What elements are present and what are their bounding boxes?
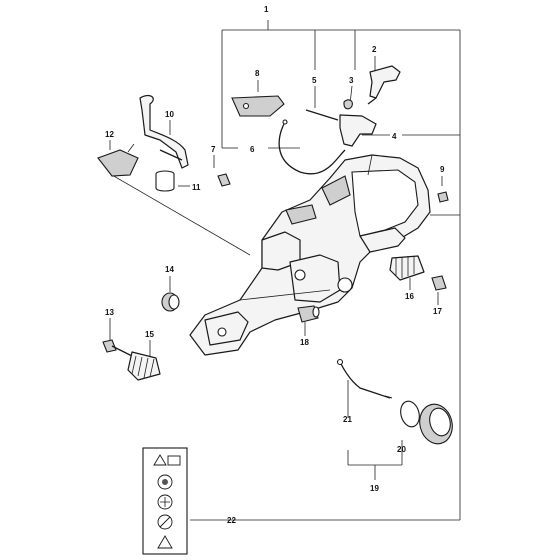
callout-18: 18	[300, 338, 309, 347]
callout-22: 22	[227, 516, 236, 525]
rubber-buffer-part	[161, 292, 180, 312]
callout-8: 8	[255, 69, 260, 78]
tank-cap-parts	[336, 358, 453, 445]
callout-21: 21	[343, 415, 352, 424]
callout-14: 14	[165, 265, 174, 274]
throttle-lockout-part	[367, 65, 401, 105]
callout-3: 3	[349, 76, 354, 85]
callout-2: 2	[372, 45, 377, 54]
callout-13: 13	[105, 308, 114, 317]
callout-15: 15	[145, 330, 154, 339]
callout-10: 10	[165, 110, 174, 119]
bracket-part	[231, 95, 285, 117]
screw-parts	[217, 173, 449, 203]
callout-1: 1	[264, 5, 269, 14]
callout-6: 6	[250, 145, 255, 154]
callout-19: 19	[370, 484, 379, 493]
fuel-filter-part	[155, 170, 175, 192]
throttle-cable-part	[278, 119, 346, 175]
av-spring-parts	[389, 255, 447, 291]
callout-7: 7	[211, 145, 216, 154]
throttle-trigger-part	[339, 99, 377, 147]
callout-4: 4	[392, 132, 397, 141]
pin-part	[305, 109, 339, 121]
callout-16: 16	[405, 292, 414, 301]
callout-20: 20	[397, 445, 406, 454]
warning-label-part	[142, 447, 188, 555]
callout-labels: 1 2 3 4 5 6 7 8 9 10 11 12 13 14 15 16 1…	[105, 5, 445, 525]
leader-lines	[109, 20, 461, 521]
callout-9: 9	[440, 165, 445, 174]
crankcase-body	[189, 154, 431, 356]
bushing-part	[297, 305, 320, 323]
bolt-spring-parts	[102, 339, 161, 381]
callout-11: 11	[192, 183, 201, 192]
callout-12: 12	[105, 130, 114, 139]
fuel-hose-part	[139, 94, 189, 169]
rubber-plug-part	[97, 143, 139, 177]
callout-5: 5	[312, 76, 317, 85]
callout-17: 17	[433, 307, 442, 316]
